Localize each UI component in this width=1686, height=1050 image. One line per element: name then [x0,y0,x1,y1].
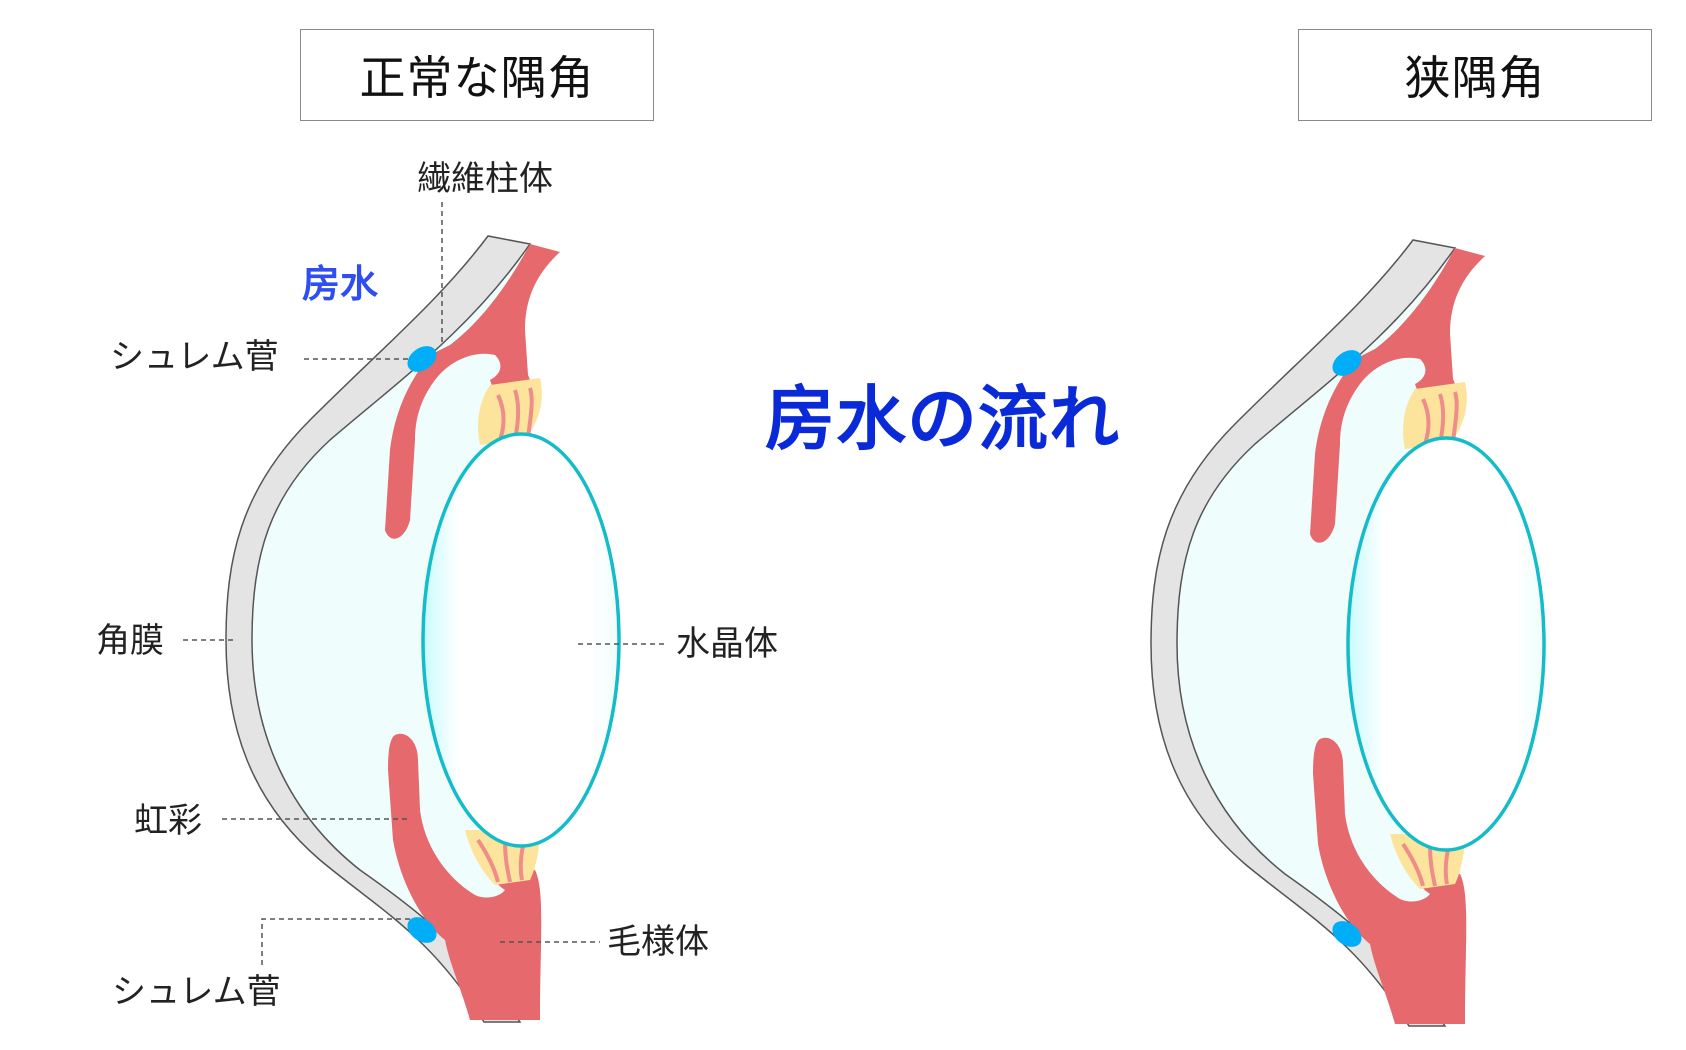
label-iris: 虹彩 [134,801,202,841]
main-title: 房水の流れ [765,378,1120,460]
normal-angle-title-box: 正常な隅角 [300,29,654,121]
label-schlemm-canal-top: シュレム菅 [110,337,279,377]
label-cornea: 角膜 [96,621,164,661]
normal-angle-title: 正常な隅角 [359,51,595,105]
leader-lines [183,202,668,965]
label-ciliary-body: 毛様体 [607,922,709,962]
narrow-angle-title: 狭隅角 [1404,51,1546,105]
narrow-angle-eye [1149,238,1546,1028]
label-lens: 水晶体 [676,624,778,664]
label-aqueous-humor: 房水 [302,262,379,306]
narrow-angle-title-box: 狭隅角 [1298,29,1652,121]
normal-angle-eye [224,234,621,1024]
label-schlemm-canal-bottom: シュレム菅 [112,972,281,1012]
label-trabecular-meshwork: 繊維柱体 [417,159,553,199]
